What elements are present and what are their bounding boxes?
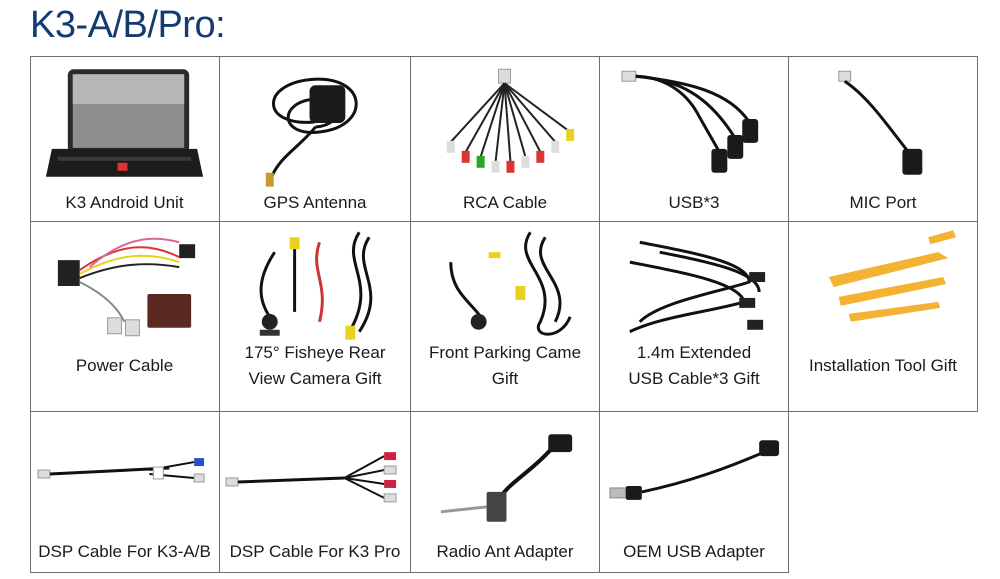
cell-gps-antenna: GPS Antenna [220, 57, 411, 222]
item-label-fisheye-camera: 175° Fisheye Rear View Camera Gift [244, 343, 386, 388]
gps-antenna-image [220, 57, 410, 192]
dsp-cable-k3-pro-image [220, 412, 410, 540]
grid-border-left [30, 56, 31, 572]
dsp-cable-k3-ab-image [30, 412, 219, 540]
cell-fisheye-camera: 175° Fisheye Rear View Camera Gift [220, 222, 411, 412]
mic-port-image [789, 57, 977, 192]
item-label-extended-usb-cable: 1.4m Extended USB Cable*3 Gift [628, 343, 760, 388]
item-label-installation-tool: Installation Tool Gift [808, 356, 958, 375]
item-label-oem-usb-adapter: OEM USB Adapter [623, 542, 765, 561]
accessories-grid: K3 Android Unit GPS Antenna [30, 57, 978, 573]
cell-dsp-cable-k3-pro: DSP Cable For K3 Pro [220, 412, 411, 573]
item-label-dsp-cable-k3-ab: DSP Cable For K3-A/B [38, 542, 211, 561]
cell-usb-3: USB*3 [600, 57, 789, 222]
item-label-front-parking-camera: Front Parking Came Gift [428, 343, 582, 388]
item-label-radio-ant-adapter: Radio Ant Adapter [436, 542, 574, 561]
usb-3-image [600, 57, 788, 192]
item-label-power-cable: Power Cable [75, 356, 174, 375]
item-label-mic-port: MIC Port [849, 193, 917, 212]
cell-extended-usb-cable: 1.4m Extended USB Cable*3 Gift [600, 222, 789, 412]
fisheye-camera-image [220, 222, 410, 347]
rca-cable-image [411, 57, 599, 192]
item-label-usb-3: USB*3 [668, 193, 720, 212]
cell-front-parking-camera: Front Parking Came Gift [411, 222, 600, 412]
item-label-k3-android-unit: K3 Android Unit [65, 193, 184, 212]
cell-mic-port: MIC Port [789, 57, 978, 222]
oem-usb-adapter-image [600, 412, 788, 540]
extended-usb-cable-image [600, 222, 788, 347]
cell-k3-android-unit: K3 Android Unit [30, 57, 220, 222]
installation-tool-image [789, 222, 977, 347]
cell-power-cable: Power Cable [30, 222, 220, 412]
item-label-dsp-cable-k3-pro: DSP Cable For K3 Pro [229, 542, 401, 561]
item-label-gps-antenna: GPS Antenna [263, 193, 367, 212]
cell-radio-ant-adapter: Radio Ant Adapter [411, 412, 600, 573]
cell-oem-usb-adapter: OEM USB Adapter [600, 412, 789, 573]
grid-border-top [30, 56, 978, 57]
item-label-rca-cable: RCA Cable [462, 193, 548, 212]
cell-dsp-cable-k3-ab: DSP Cable For K3-A/B [30, 412, 220, 573]
radio-ant-adapter-image [411, 412, 599, 540]
k3-android-unit-image [30, 57, 219, 192]
cell-installation-tool: Installation Tool Gift [789, 222, 978, 412]
front-parking-camera-image [411, 222, 599, 347]
power-cable-image [30, 222, 219, 347]
cell-rca-cable: RCA Cable [411, 57, 600, 222]
page-title: K3-A/B/Pro: [30, 4, 226, 46]
